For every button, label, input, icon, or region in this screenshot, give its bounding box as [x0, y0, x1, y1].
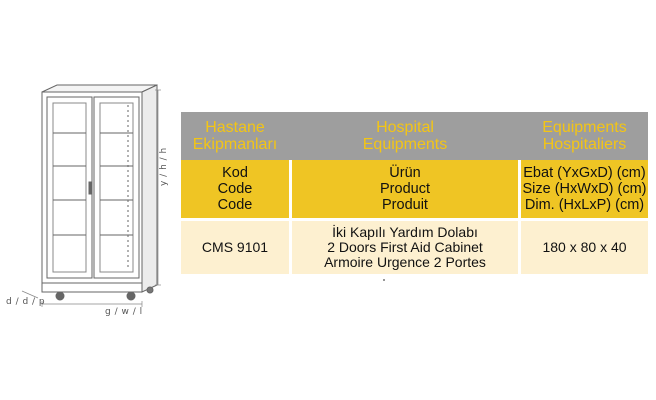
product-table: Hastane Ekipmanları Hospital Equipments …	[181, 112, 648, 274]
product-code: CMS 9101	[201, 239, 269, 255]
size-label-cell: Ebat (YxGxD) (cm) Size (HxWxD) (cm) Dim.…	[521, 160, 648, 218]
header-line: Equipments	[542, 119, 627, 136]
header-line: Hospital	[376, 119, 434, 136]
product-size: 180 x 80 x 40	[542, 239, 627, 255]
width-label: g / w / l	[105, 307, 143, 317]
height-label: y / h / h	[159, 147, 169, 186]
label-text: Product	[380, 181, 430, 197]
table-row: CMS 9101 İki Kapılı Yardım Dolabı 2 Door…	[181, 221, 648, 274]
cabinet-drawing	[21, 84, 161, 307]
product-code-cell: CMS 9101	[181, 221, 289, 274]
table-label-row: Kod Code Code Ürün Product Produit Ebat …	[181, 160, 648, 218]
product-label-cell: Ürün Product Produit	[292, 160, 518, 218]
product-size-cell: 180 x 80 x 40	[521, 221, 648, 274]
product-name: İki Kapılı Yardım Dolabı	[332, 224, 478, 240]
label-text: Ürün	[389, 165, 421, 181]
label-text: Ebat (YxGxD) (cm)	[523, 165, 646, 181]
header-line: Hastane	[205, 119, 265, 136]
header-turkish: Hastane Ekipmanları	[181, 112, 289, 160]
label-text: Code	[217, 197, 253, 213]
product-name: Armoire Urgence 2 Portes	[324, 254, 486, 270]
product-name: 2 Doors First Aid Cabinet	[327, 239, 483, 255]
label-text: Code	[217, 181, 253, 197]
label-text: Dim. (HxLxP) (cm)	[524, 197, 645, 213]
header-french: Equipments Hospitaliers	[521, 112, 648, 160]
decorative-dot	[383, 279, 385, 281]
header-english: Hospital Equipments	[292, 112, 518, 160]
code-label-cell: Kod Code Code	[181, 160, 289, 218]
product-name-cell: İki Kapılı Yardım Dolabı 2 Doors First A…	[292, 221, 518, 274]
label-text: Produit	[382, 197, 428, 213]
header-line: Equipments	[362, 136, 448, 153]
label-text: Kod	[222, 165, 248, 181]
label-text: Size (HxWxD) (cm)	[522, 181, 647, 197]
table-header-row: Hastane Ekipmanları Hospital Equipments …	[181, 112, 648, 160]
depth-label: d / d / p	[6, 297, 46, 307]
header-line: Hospitaliers	[542, 136, 627, 153]
header-line: Ekipmanları	[192, 136, 278, 153]
